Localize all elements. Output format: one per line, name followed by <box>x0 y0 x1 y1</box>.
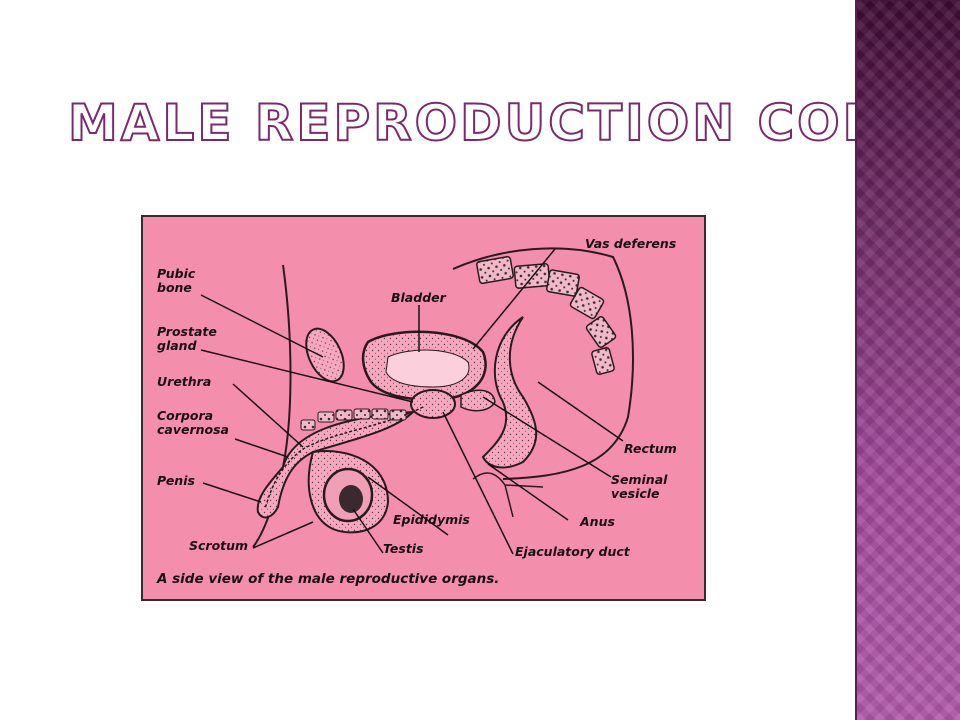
urethra-line <box>264 406 424 510</box>
label-epididymis: Epididymis <box>393 512 470 527</box>
label-testis: Testis <box>383 541 424 556</box>
body-outline <box>252 264 292 548</box>
label-seminal-vesicle: Seminal vesicle <box>611 472 668 501</box>
leader-lines <box>200 248 624 555</box>
penis-shape <box>256 410 416 519</box>
rectum-shape <box>481 316 538 469</box>
corpora-cavernosa-blocks <box>300 408 407 431</box>
label-penis: Penis <box>157 473 195 488</box>
prostate-shape <box>410 389 456 419</box>
label-urethra: Urethra <box>157 374 212 389</box>
decorative-side-band <box>855 0 960 720</box>
label-scrotum: Scrotum <box>189 538 249 553</box>
bladder-lumen <box>385 349 470 388</box>
anatomy-diagram: Vas deferens Pubic bone Bladder Prostate… <box>141 215 706 601</box>
pubic-bone-shape <box>305 327 345 383</box>
label-rectum: Rectum <box>624 441 677 456</box>
testis-core <box>339 485 363 513</box>
back-outline <box>452 247 634 480</box>
anus-fold <box>472 472 544 518</box>
diagram-caption: A side view of the male reproductive org… <box>157 571 500 587</box>
label-corpora-cavernosa: Corpora cavernosa <box>157 408 229 437</box>
label-vas-deferens: Vas deferens <box>585 236 677 251</box>
seminal-vesicle-shape <box>460 389 496 412</box>
label-ejaculatory-duct: Ejaculatory duct <box>515 544 630 559</box>
label-anus: Anus <box>580 514 615 529</box>
label-pubic-bone: Pubic bone <box>157 266 196 295</box>
label-bladder: Bladder <box>391 290 446 305</box>
label-prostate-gland: Prostate gland <box>157 324 217 353</box>
anatomy-drawing <box>200 247 634 555</box>
slide-title: Male Reproduction Cont <box>67 93 925 153</box>
